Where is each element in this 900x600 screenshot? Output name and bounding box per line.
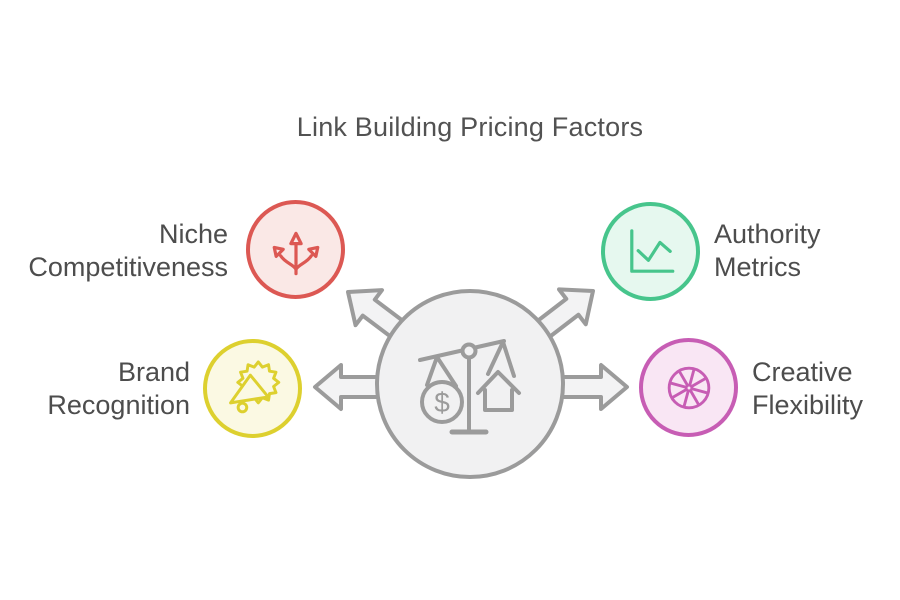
label-authority-metrics: Authority Metrics <box>714 219 821 282</box>
branching-arrows-icon <box>272 231 319 275</box>
line-chart-icon <box>629 228 674 273</box>
label-brand-recognition: Brand Recognition <box>47 357 190 420</box>
label-niche-competitiveness: Niche Competitiveness <box>28 219 228 282</box>
page-title: Link Building Pricing Factors <box>296 112 644 142</box>
megaphone-cone <box>228 373 270 404</box>
megaphone-icon <box>228 359 280 413</box>
node-creative-flexibility <box>639 338 738 437</box>
wheel-icon <box>667 366 710 409</box>
megaphone-handle <box>236 401 248 413</box>
node-niche-competitiveness <box>246 200 345 299</box>
label-creative-flexibility: Creative Flexibility <box>752 357 864 420</box>
balance-scale-icon: $ <box>418 339 521 435</box>
burst-shape <box>235 359 280 404</box>
node-brand-recognition <box>203 339 302 438</box>
dollar-sign: $ <box>434 387 450 418</box>
node-authority-metrics <box>601 202 700 301</box>
